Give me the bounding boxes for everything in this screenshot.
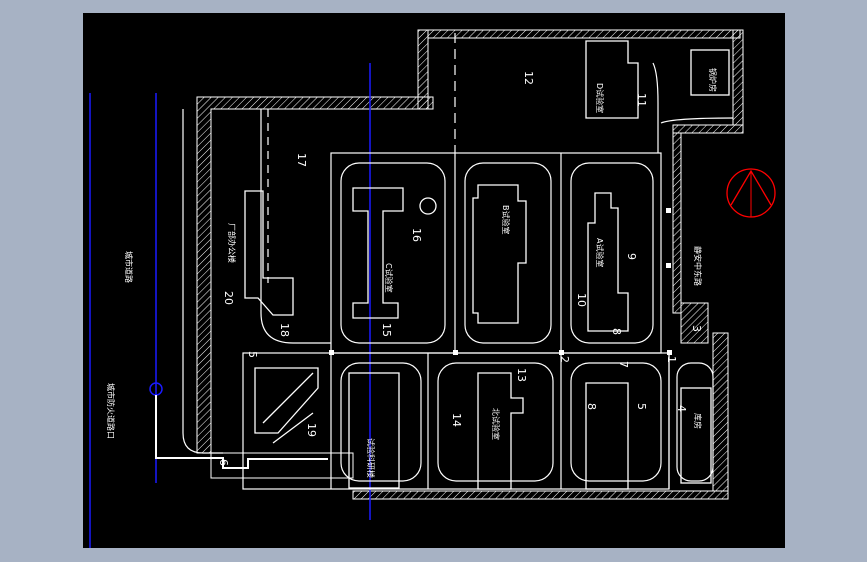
number-19: 19 <box>305 423 318 437</box>
site-plan: 锅炉房 D试验室 厂部办公楼 C试验室 B试验室 A试验室 北试验室 库房 试验… <box>89 29 776 548</box>
buildings <box>244 40 730 490</box>
number-10: 10 <box>575 293 588 307</box>
number-7: 7 <box>617 361 630 368</box>
label-factory-office: 厂部办公楼 <box>227 223 237 263</box>
label-north-workshop: 北试验室 <box>491 408 501 440</box>
number-5: 5 <box>635 403 648 410</box>
label-east-road: 静安中东路 <box>693 246 703 286</box>
number-15: 15 <box>380 323 393 337</box>
number-16: 16 <box>410 228 423 242</box>
label-west-road: 城市道路 <box>124 251 134 283</box>
number-9: 9 <box>625 253 638 260</box>
number-17: 17 <box>295 153 308 167</box>
number-2: 2 <box>558 356 571 363</box>
label-west-access: 城市防火道路口 <box>106 383 116 439</box>
label-test-lab: 试验科研楼 <box>366 438 376 478</box>
number-11: 11 <box>635 93 648 107</box>
number-13: 13 <box>515 368 528 382</box>
site-boundary <box>196 29 744 500</box>
number-14: 14 <box>450 413 463 427</box>
drawing-canvas: 锅炉房 D试验室 厂部办公楼 C试验室 B试验室 A试验室 北试验室 库房 试验… <box>83 13 785 548</box>
axis-lines <box>89 63 371 548</box>
number-18: 18 <box>278 323 291 337</box>
north-arrow-icon <box>726 168 776 218</box>
area-numbers: 12 11 17 16 20 18 15 9 10 8 3 1 2 13 7 5… <box>217 71 703 466</box>
number-8-bottom: 8 <box>585 403 598 410</box>
number-12: 12 <box>522 71 535 85</box>
number-3: 3 <box>690 325 703 332</box>
number-5b: 5 <box>246 351 259 358</box>
number-4: 4 <box>675 405 688 412</box>
label-c-workshop: C试验室 <box>384 263 394 293</box>
label-d-workshop: D试验室 <box>595 83 605 113</box>
service-line <box>155 395 328 469</box>
building-labels: 锅炉房 D试验室 厂部办公楼 C试验室 B试验室 A试验室 北试验室 库房 试验… <box>106 68 718 478</box>
label-storage: 库房 <box>693 413 703 429</box>
label-b-workshop: B试验室 <box>501 205 511 235</box>
road-markers <box>329 208 672 355</box>
number-1: 1 <box>665 356 678 363</box>
number-20: 20 <box>222 291 235 305</box>
number-6: 6 <box>217 459 230 466</box>
number-8-top: 8 <box>610 328 623 335</box>
road-outlines <box>182 33 734 490</box>
label-a-workshop: A试验室 <box>595 238 605 267</box>
label-boiler-room: 锅炉房 <box>708 68 718 92</box>
